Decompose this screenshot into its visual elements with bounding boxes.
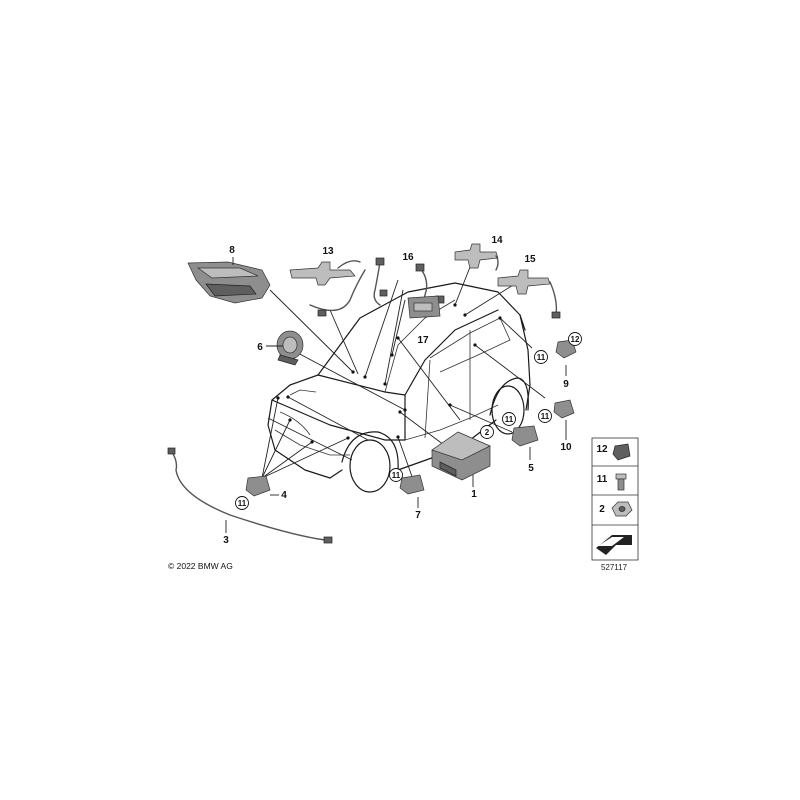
- part-14-harness: [454, 243, 499, 271]
- callout-13: 13: [322, 246, 334, 257]
- callout-8: 8: [229, 245, 235, 256]
- legend-label-11: 11: [597, 474, 608, 485]
- svg-text:2: 2: [485, 428, 490, 437]
- callout-5: 5: [528, 463, 534, 474]
- callout-ticks: [225, 257, 567, 533]
- part-1-control-unit: [431, 431, 491, 481]
- car-outline: [267, 282, 531, 493]
- diagram-id: 527117: [601, 563, 628, 572]
- callout-16: 16: [402, 252, 414, 263]
- part-7-front-sensor: [399, 474, 425, 495]
- circle-callout-11-side: 11: [502, 412, 516, 426]
- callout-14: 14: [491, 235, 503, 246]
- svg-text:11: 11: [505, 415, 514, 424]
- svg-text:11: 11: [541, 412, 550, 421]
- svg-text:11: 11: [238, 499, 247, 508]
- part-17-bracket: [407, 295, 441, 319]
- direction-arrow-icon: [596, 535, 632, 555]
- callouts: 8 13 16 14 15 17 6 9 10 5 1 7 4 3: [223, 235, 572, 546]
- part-4-front-sensor: [245, 475, 271, 497]
- circle-callout-12: 12: [568, 332, 582, 346]
- screw-icon: [615, 473, 627, 491]
- part-3-wire: [167, 447, 333, 544]
- svg-text:11: 11: [392, 471, 401, 480]
- part-13-wiring-harness: [289, 260, 366, 317]
- callout-17: 17: [417, 335, 429, 346]
- circle-callout-11-front: 11: [389, 468, 403, 482]
- part-10-rear-sensor: [553, 399, 575, 419]
- legend-label-2: 2: [599, 504, 605, 515]
- callout-6: 6: [257, 342, 263, 353]
- part-15-harness: [497, 269, 561, 319]
- circle-callout-11-rear-upper: 11: [534, 350, 548, 364]
- svg-text:12: 12: [571, 335, 580, 344]
- leader-lines: [261, 261, 546, 486]
- circle-callout-2: 2: [480, 425, 494, 439]
- callout-1: 1: [471, 489, 477, 500]
- callout-7: 7: [415, 510, 421, 521]
- part-16-sensor-wiring: [373, 257, 445, 311]
- clip-icon: [612, 443, 631, 461]
- callout-10: 10: [560, 442, 572, 453]
- callout-4: 4: [281, 490, 287, 501]
- fastener-legend: 12 11 2: [591, 437, 639, 561]
- connection-dots: [276, 303, 502, 444]
- circle-callout-11-rear-lower: 11: [538, 409, 552, 423]
- callout-3: 3: [223, 535, 229, 546]
- part-8-airbag-module: [187, 261, 271, 304]
- part-6-clock-spring: [276, 330, 304, 366]
- copyright-text: © 2022 BMW AG: [168, 561, 233, 571]
- circled-callouts: 2 12 11 11 11 11 11: [235, 332, 582, 510]
- svg-text:11: 11: [537, 353, 546, 362]
- callout-15: 15: [524, 254, 536, 265]
- circle-callout-11-front-left: 11: [235, 496, 249, 510]
- legend-label-12: 12: [596, 444, 608, 455]
- part-5-side-sensor: [511, 425, 539, 447]
- callout-9: 9: [563, 379, 569, 390]
- nut-icon: [611, 501, 633, 517]
